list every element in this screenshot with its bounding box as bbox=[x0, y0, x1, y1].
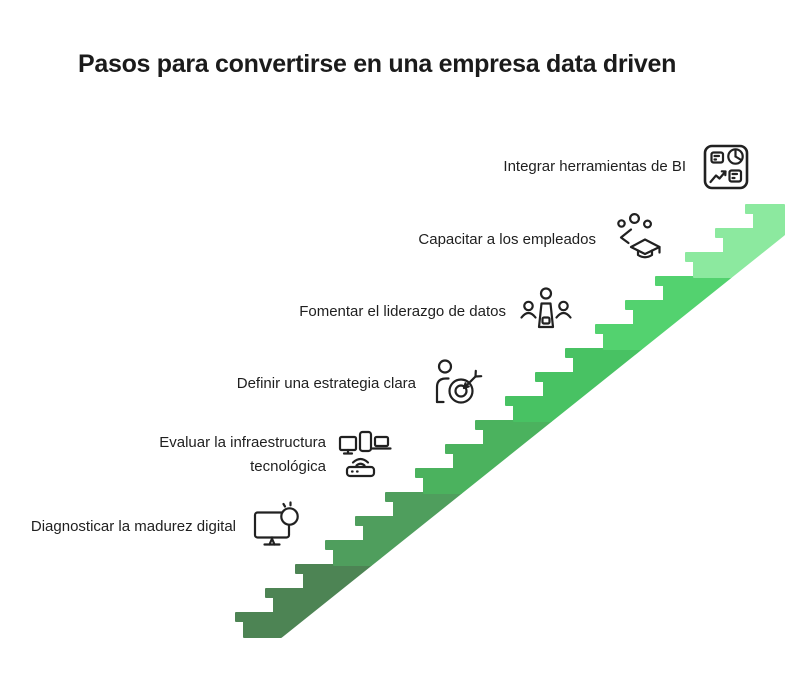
step-label: Evaluar la infraestructura tecnológica bbox=[159, 434, 326, 475]
step-label: Fomentar el liderazgo de datos bbox=[299, 303, 506, 320]
person-target-icon bbox=[428, 356, 484, 412]
step-row-diagnosticar: Diagnosticar la madurez digital bbox=[31, 499, 304, 555]
page-title: Pasos para convertirse en una empresa da… bbox=[78, 50, 677, 78]
step-label: Integrar herramientas de BI bbox=[503, 158, 686, 175]
stair-group-3 bbox=[415, 420, 552, 494]
devices-network-icon bbox=[338, 427, 394, 483]
stair-group-2 bbox=[325, 492, 462, 566]
stair-group-6 bbox=[685, 204, 785, 278]
step-label: Definir una estrategia clara bbox=[236, 375, 416, 392]
step-row-liderazgo: Fomentar el liderazgo de datos bbox=[299, 284, 574, 340]
step-row-estrategia: Definir una estrategia clara bbox=[237, 356, 484, 412]
step-label: Capacitar a los empleados bbox=[418, 231, 596, 248]
step-label: Diagnosticar la madurez digital bbox=[30, 518, 236, 535]
graduation-share-icon bbox=[608, 212, 664, 268]
stair-group-1 bbox=[235, 564, 372, 638]
step-row-capacitar: Capacitar a los empleados bbox=[418, 212, 664, 268]
step-row-infraestructura: Evaluar la infraestructura tecnológica bbox=[136, 427, 394, 483]
stair-group-4 bbox=[505, 348, 642, 422]
bi-dashboard-icon bbox=[698, 139, 754, 195]
stair-group-5 bbox=[595, 276, 732, 350]
step-row-integrar-bi: Integrar herramientas de BI bbox=[503, 139, 754, 195]
leadership-podium-icon bbox=[518, 284, 574, 340]
monitor-search-icon bbox=[248, 499, 304, 555]
